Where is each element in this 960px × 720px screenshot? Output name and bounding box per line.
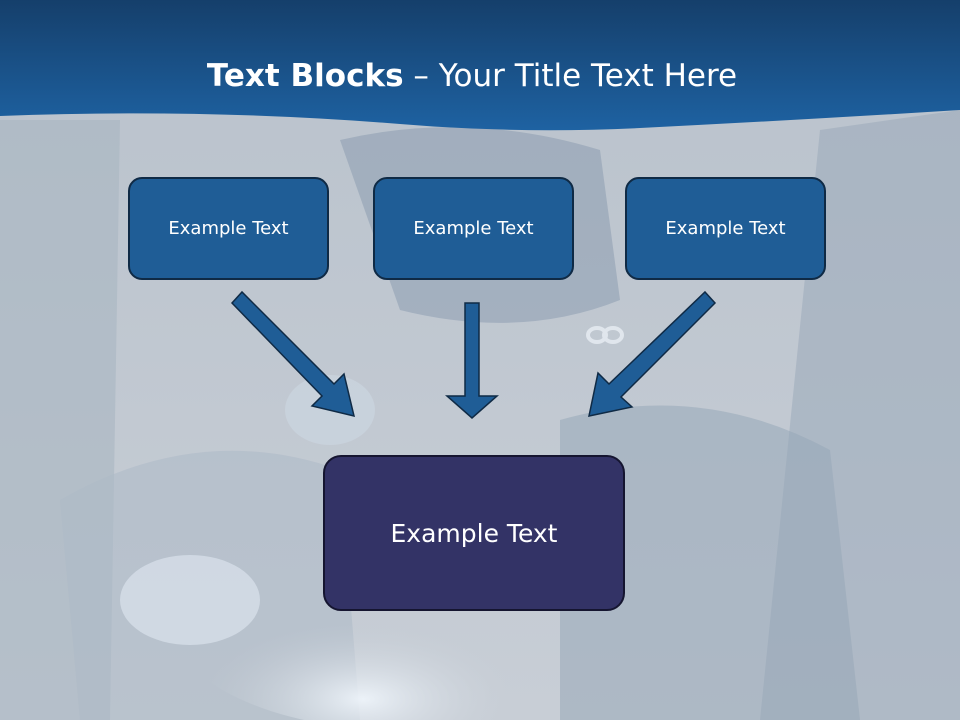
title-bold: Text Blocks [206, 58, 404, 94]
example-text-block-3: Example Text [625, 177, 826, 280]
header-band [0, 0, 960, 131]
example-text-block-2: Example Text [373, 177, 574, 280]
down-left-arrow-icon [588, 290, 717, 417]
example-text-block-1: Example Text [128, 177, 329, 280]
title-rest: Your Title Text Here [438, 58, 738, 94]
title-dash: – [403, 58, 439, 94]
infinity-icon [586, 326, 624, 344]
slide-title: Text Blocks – Your Title Text Here [0, 54, 944, 98]
down-arrow-icon [445, 302, 499, 419]
down-right-arrow-icon [230, 290, 356, 418]
example-text-center-block: Example Text [323, 455, 625, 611]
